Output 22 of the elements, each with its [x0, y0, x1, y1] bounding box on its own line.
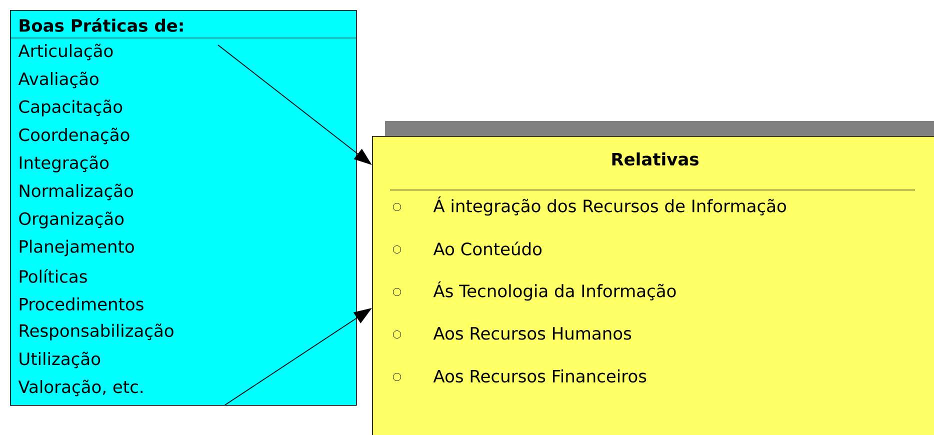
list-item: Procedimentos: [20, 297, 144, 311]
list-item: Ás Tecnologia da Informação: [433, 281, 676, 301]
box-heading: Relativas: [612, 152, 698, 166]
list-box: [10, 10, 357, 406]
list-item: Aos Recursos Humanos: [433, 327, 632, 340]
list-item: Integração: [20, 156, 109, 172]
note-box: [372, 121, 934, 435]
box-heading: Boas Práticas de:: [20, 18, 183, 32]
list-item: Avaliação: [18, 72, 98, 88]
list-item: Planejamento: [20, 240, 134, 256]
list-item: Valoração, etc.: [18, 380, 142, 396]
list-item: Aos Recursos Financeiros: [433, 369, 646, 383]
list-item: Á integração dos Recursos de Informação: [433, 196, 786, 216]
list-item: Normalização: [20, 184, 134, 200]
list-item: Organização: [19, 212, 124, 228]
list-item: Coordenação: [19, 128, 130, 144]
list-item: Capacitação: [19, 100, 122, 116]
list-item: Políticas: [20, 269, 87, 283]
list-item: Ao Conteúdo: [433, 242, 542, 256]
list-item: Utilização: [20, 352, 100, 368]
list-item: Responsabilização: [20, 324, 174, 340]
list-item: Articulação: [18, 44, 113, 60]
